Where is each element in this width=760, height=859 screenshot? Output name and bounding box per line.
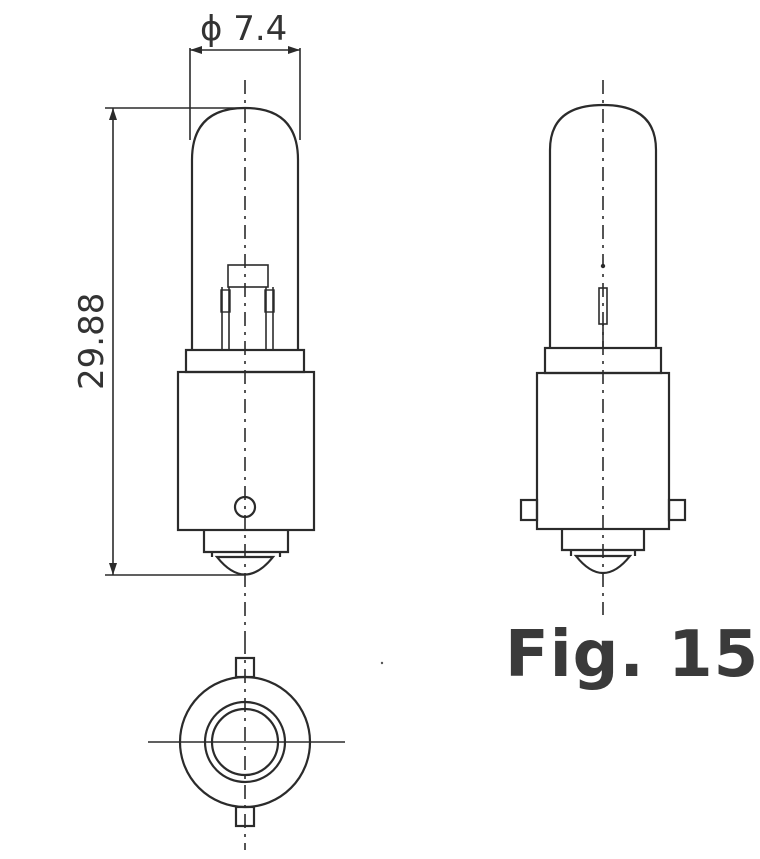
filament	[220, 264, 275, 350]
diameter-dimension: ϕ 7.4	[189, 9, 301, 140]
right-lamp-view	[519, 80, 687, 615]
bottom-view	[148, 640, 345, 850]
contact-solder-right	[573, 554, 633, 574]
base-bottom	[202, 530, 290, 554]
diameter-label: ϕ 7.4	[200, 9, 287, 49]
figure-label: Fig. 15	[505, 618, 760, 692]
bulb-glass-right	[548, 103, 658, 348]
contact-solder	[214, 555, 276, 576]
bayonet-pin-right	[667, 498, 687, 522]
height-dimension: 29.88	[72, 107, 245, 576]
left-lamp-view: ϕ 7.4 29.88	[72, 9, 316, 640]
height-label: 29.88	[72, 293, 112, 390]
bulb-glass	[190, 106, 300, 350]
bayonet-pin-left	[519, 498, 539, 522]
base	[176, 370, 316, 532]
